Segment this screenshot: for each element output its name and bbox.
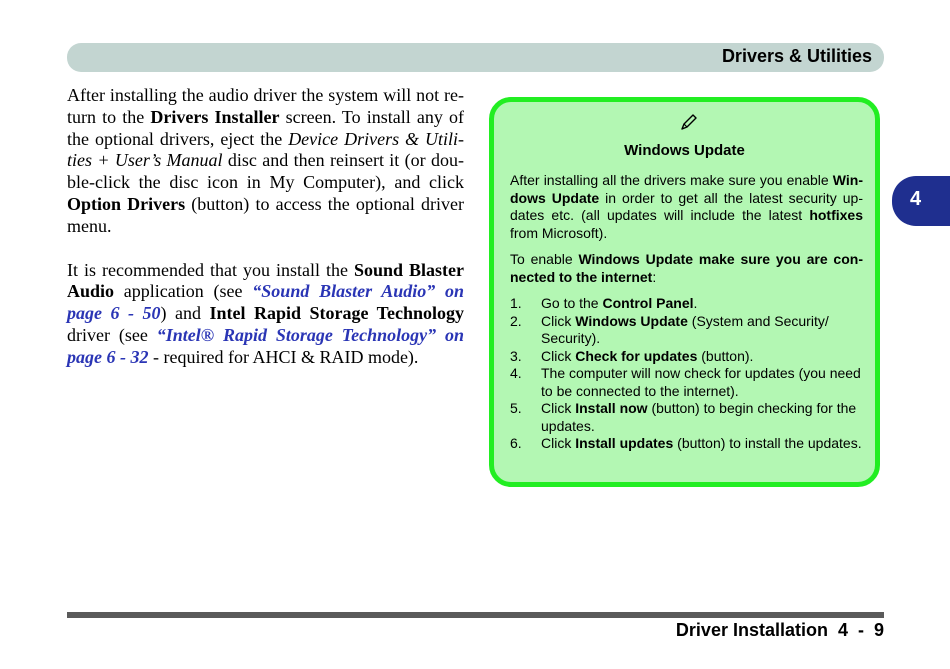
text: - required for AHCI & RAID mode).: [148, 346, 419, 367]
list-item: 3. Click Check for updates (button).: [510, 348, 863, 366]
connected-requirement: Windows Update make sure you are con-nec…: [510, 251, 863, 285]
text: To enable: [510, 251, 579, 267]
list-item: 2. Click Windows Update (System and Secur…: [510, 313, 863, 348]
header-bar: Drivers & Utilities: [67, 43, 884, 72]
hotfixes-term: hotfixes: [809, 207, 863, 223]
step-number: 3.: [510, 347, 522, 364]
text: Click: [541, 347, 576, 364]
sound-blaster-term: Sound Blaster Audio: [67, 259, 464, 302]
text: (button) to install the updates.: [673, 435, 862, 451]
step-number: 2.: [510, 312, 522, 329]
text: disc and then reinsert it (or dou-ble-cl…: [67, 150, 464, 193]
body-text-column: After installing the audio driver the sy…: [67, 85, 464, 391]
list-item: 5. Click Install now (button) to begin ch…: [510, 400, 863, 435]
step-number: 5.: [510, 400, 522, 416]
list-item: 4. The computer will now check for update…: [510, 365, 863, 400]
sound-blaster-xref-link[interactable]: “Sound Blaster Audio” on page 6 - 50: [67, 281, 465, 324]
text: application (see: [114, 281, 253, 302]
text: Click: [541, 312, 576, 329]
text: driver (see: [67, 324, 157, 345]
text: screen. To install any of the optional d…: [67, 106, 464, 149]
page-footer: Driver Installation 4 - 9: [675, 620, 884, 640]
step-number: 6.: [510, 435, 522, 451]
step-term: Windows Update: [575, 312, 688, 329]
step-term: Control Panel: [602, 295, 694, 311]
text: (System and Security/ Security).: [541, 312, 829, 347]
chapter-tab[interactable]: 4: [892, 176, 950, 226]
pencil-icon: [681, 114, 697, 130]
text: (button) to begin checking for the updat…: [541, 400, 857, 434]
windows-update-note: Windows Update After installing all the …: [489, 97, 880, 487]
note-title: Windows Update: [624, 142, 745, 159]
note-paragraph-1: After installing all the drivers make su…: [510, 172, 863, 242]
text: (button) to access the optional driver m…: [67, 193, 464, 236]
text: After installing the audio driver the sy…: [67, 85, 464, 127]
text: The computer will now check for updates …: [541, 365, 861, 399]
text: After installing all the drivers make su…: [510, 172, 833, 188]
step-term: Install updates: [575, 435, 674, 451]
text: .: [693, 295, 698, 311]
list-item: 6. Click Install updates (button) to inst…: [510, 435, 863, 453]
paragraph-optional-drivers: After installing the audio driver the sy…: [67, 85, 464, 238]
step-number: 1.: [510, 295, 522, 311]
disc-title: Device Drivers & Utili-ties + User’s Man…: [67, 128, 464, 171]
text: Click: [541, 435, 576, 451]
windows-update-term: Win-dows Update: [510, 172, 863, 206]
text: ) and: [160, 303, 210, 324]
text: It is recommended that you install the: [67, 259, 354, 280]
text: :: [652, 268, 657, 285]
note-body: After installing all the drivers make su…: [510, 172, 863, 453]
text: (button).: [697, 347, 754, 364]
footer-rule: [67, 612, 884, 618]
text: Go to the: [541, 295, 603, 311]
paragraph-recommended: It is recommended that you install the S…: [67, 260, 464, 369]
text: from Microsoft).: [510, 224, 608, 241]
step-number: 4.: [510, 365, 522, 381]
step-term: Install now: [575, 400, 648, 416]
note-paragraph-2: To enable Windows Update make sure you a…: [510, 251, 863, 286]
running-header-title: Drivers & Utilities: [721, 46, 872, 66]
text: Click: [541, 400, 576, 416]
drivers-installer-term: Drivers Installer: [150, 106, 280, 127]
steps-list: 1. Go to the Control Panel. 2. Click Windo…: [510, 295, 863, 453]
intel-rst-xref-link[interactable]: “Intel® Rapid Storage Technology” on pag…: [67, 324, 464, 367]
text: in order to get all the latest security …: [510, 189, 864, 224]
list-item: 1. Go to the Control Panel.: [510, 295, 863, 313]
intel-rst-term: Intel Rapid Storage Technology: [209, 303, 464, 324]
option-drivers-term: Option Drivers: [67, 193, 186, 214]
step-term: Check for updates: [575, 347, 698, 364]
chapter-tab-label: 4: [910, 188, 922, 210]
